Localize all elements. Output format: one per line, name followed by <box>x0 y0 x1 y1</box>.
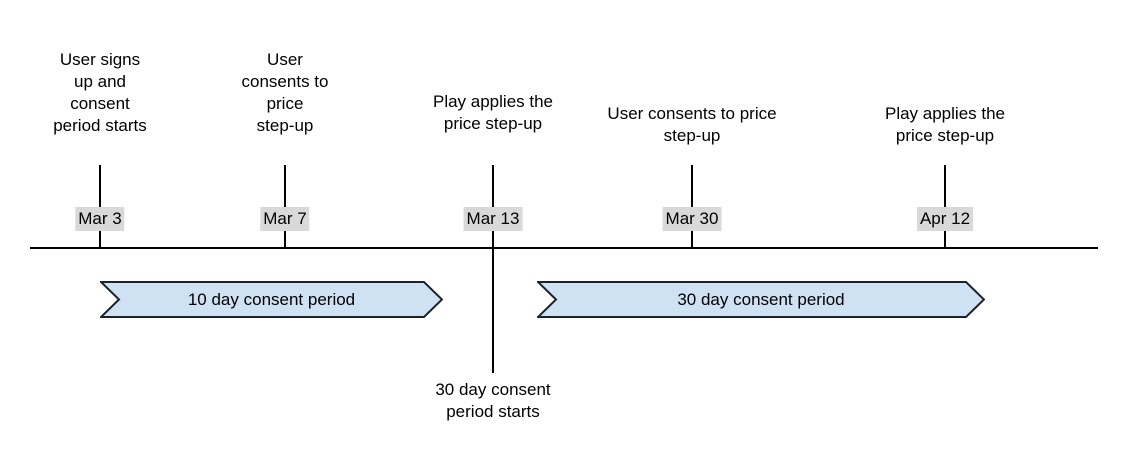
event-tick-mar-30 <box>691 165 693 248</box>
consent-banner-30day-label: 30 day consent period <box>677 290 845 309</box>
event-tick-apr-12 <box>944 165 946 248</box>
consent-period-start-note: 30 day consent period starts <box>435 380 551 421</box>
date-chip-mar-3: Mar 3 <box>75 207 125 231</box>
event-label-user-signup: User signs up and consent period starts <box>53 50 147 135</box>
chevron-banner-shape <box>537 281 985 318</box>
chevron-banner-polygon <box>100 281 443 318</box>
event-tick-mar-3 <box>99 165 101 248</box>
event-label-user-consents-2: User consents to price step-up <box>607 104 777 145</box>
event-tick-mar-7 <box>284 165 286 248</box>
event-tick-mar-13 <box>492 165 494 373</box>
date-chip-mar-30: Mar 30 <box>662 207 722 231</box>
event-label-play-applies-1: Play applies the price step-up <box>432 92 554 133</box>
consent-banner-10day-label: 10 day consent period <box>187 290 356 309</box>
event-label-play-applies-2: Play applies the price step-up <box>884 104 1006 145</box>
event-label-user-consents-1: User consents to price step-up <box>241 50 329 135</box>
chevron-banner-shape <box>100 281 443 318</box>
consent-banner-10day: 10 day consent period <box>100 281 443 318</box>
consent-banner-30day: 30 day consent period <box>537 281 985 318</box>
date-chip-apr-12: Apr 12 <box>916 207 974 231</box>
date-chip-mar-13: Mar 13 <box>463 207 523 231</box>
timeline-axis <box>30 247 1098 249</box>
chevron-banner-polygon <box>537 281 985 318</box>
date-chip-mar-7: Mar 7 <box>260 207 310 231</box>
